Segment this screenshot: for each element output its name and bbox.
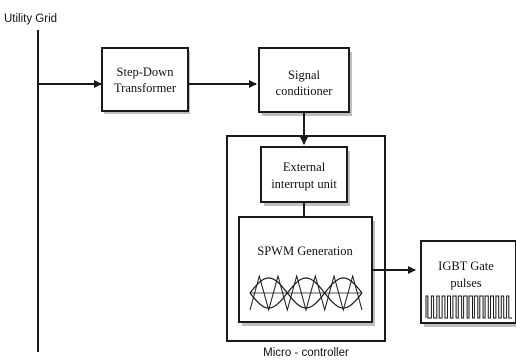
microcontroller-box <box>226 135 386 342</box>
spwm-block: SPWM Generation <box>238 216 375 326</box>
igbt-label-line2: pulses <box>450 276 481 290</box>
signal-conditioner-block: Signal conditioner <box>258 47 352 116</box>
igbt-block: IGBT Gate pulses <box>420 240 516 327</box>
interrupt-unit-block: External interrupt unit <box>260 146 350 206</box>
utility-grid-label: Utility Grid <box>4 13 57 25</box>
spwm-label: SPWM Generation <box>257 244 353 258</box>
sine-reference-wave-2 <box>249 277 363 309</box>
gate-pulse-waveform <box>425 295 512 319</box>
transformer-label-line1: Step-Down <box>117 65 175 79</box>
igbt-pulse-train <box>425 295 512 319</box>
transformer-block: Step-Down Transformer <box>101 47 190 114</box>
conditioner-label-line1: Signal <box>288 68 320 82</box>
triangular-carrier-wave <box>249 274 363 312</box>
interrupt-label-line1: External <box>283 160 326 174</box>
igbt-label-line1: IGBT Gate <box>438 259 494 273</box>
transformer-label-line2: Transformer <box>114 81 177 95</box>
microcontroller-label: Micro - controller <box>263 347 349 359</box>
conditioner-label-line2: conditioner <box>276 84 334 98</box>
sine-reference-wave-1 <box>249 277 363 309</box>
interrupt-label-line2: interrupt unit <box>271 177 337 191</box>
spwm-waveform <box>249 274 363 312</box>
